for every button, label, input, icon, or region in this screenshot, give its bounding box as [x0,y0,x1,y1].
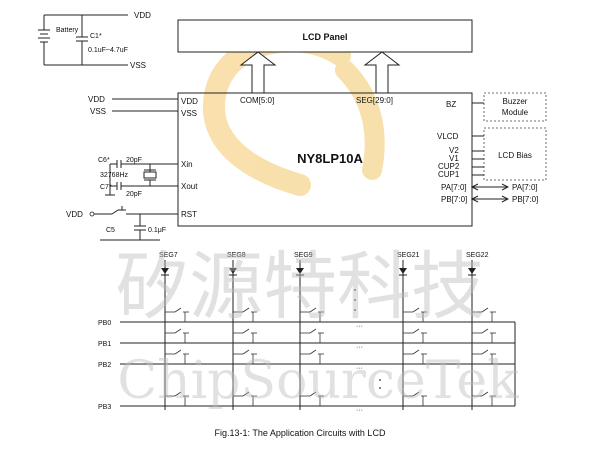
pin-vdd: VDD [181,97,198,106]
pin-vlcd: VLCD [437,132,459,141]
diode-icon [468,268,476,274]
battery-circuit: VDD Battery C1* 0.1uF~4.7uF VSS [38,11,151,70]
reset-circuit: VDD C5 0.1μF [66,206,178,241]
buzzer-line2: Module [502,108,529,117]
pin-cup1: CUP1 [438,170,460,179]
pin-xin: Xin [181,160,193,169]
lcd-panel-title: LCD Panel [302,32,347,42]
key-switch [403,391,427,406]
crystal-circuit: C6* 20pF 32768Hz C7* 20pF [98,157,178,198]
segment-column-seg8: SEG8 [227,252,246,410]
key-switch [300,349,324,364]
lcd-bias-label: LCD Bias [498,151,532,160]
buzzer-module-box [483,92,547,122]
seg-bus-arrow [363,51,401,93]
pin-bz: BZ [446,100,456,109]
c7-label: C7* [100,184,112,191]
buzzer-line1: Buzzer [503,97,528,106]
diode-icon [229,268,237,274]
segment-column-seg21: SEG21 [397,252,420,410]
c5-label: C5 [106,227,115,234]
c1-value: 0.1uF~4.7uF [88,47,128,54]
pin-rst: RST [181,210,197,219]
pin-com: COM[5:0] [240,96,274,105]
key-switch [472,328,496,343]
c6-label: C6* [98,157,110,164]
vdd-top-label: VDD [134,11,151,20]
key-switch [165,349,189,364]
vss-top-label: VSS [130,61,146,70]
row-pb3: PB3 [98,391,515,411]
svg-text:···: ··· [356,323,363,330]
key-switch [165,328,189,343]
row-pb0: PB0 [98,307,515,327]
pin-vss: VSS [181,109,197,118]
ext-vdd-label: VDD [88,95,105,104]
rst-vdd-label: VDD [66,210,83,219]
diode-icon [161,268,169,274]
key-switch [233,307,257,322]
figure-caption: Fig.13-1: The Application Circuits with … [215,428,386,438]
key-switch [300,391,324,406]
chip-name: NY8LP10A [297,151,363,166]
key-switch [403,307,427,322]
crystal-label: 32768Hz [100,172,129,179]
lcd-bias-box [483,127,547,181]
pa-out-label: PA[7:0] [512,183,538,192]
key-switch [165,307,189,322]
key-switch [233,391,257,406]
row-label: PB1 [98,341,111,348]
pb-out-label: PB[7:0] [512,195,538,204]
key-switch [403,349,427,364]
key-switch [233,349,257,364]
key-switch [165,391,189,406]
key-switch [403,328,427,343]
segment-label: SEG8 [227,252,246,259]
segment-column-seg9: SEG9 [294,252,313,410]
svg-text:···: ··· [356,365,363,372]
key-switch [472,307,496,322]
key-switch [233,328,257,343]
lcd-panel-box [177,19,473,53]
pin-pa: PA[7:0] [441,183,467,192]
segment-column-seg22: SEG22 [466,252,489,410]
row-pb2: PB2 [98,349,515,369]
pin-v1: V1 [449,154,459,163]
diode-icon [399,268,407,274]
pin-seg: SEG[29:0] [356,96,393,105]
c7-value: 20pF [126,191,142,198]
svg-text:···: ··· [356,407,363,414]
key-switch [300,307,324,322]
com-bus-arrow [239,51,277,93]
segment-label: SEG22 [466,252,489,259]
c5-value: 0.1μF [148,227,166,234]
pin-xout: Xout [181,182,198,191]
segment-label: SEG7 [159,252,178,259]
key-switch [472,349,496,364]
segment-column-seg7: SEG7 [159,252,178,410]
c6-value: 20pF [126,157,142,164]
watermark-en: ChipSourceTek [117,351,519,411]
pin-pb: PB[7:0] [441,195,467,204]
svg-text:···: ··· [356,344,363,351]
pin-cup2: CUP2 [438,162,460,171]
c1-label: C1* [90,33,102,40]
segment-label: SEG9 [294,252,313,259]
key-switch [472,391,496,406]
pin-v2: V2 [449,146,459,155]
row-label: PB2 [98,362,111,369]
segment-label: SEG21 [397,252,420,259]
watermark-cn: 矽源特科技 [115,244,485,330]
row-label: PB0 [98,320,111,327]
battery-label: Battery [56,27,79,34]
diode-icon [296,268,304,274]
key-switch [300,328,324,343]
row-label: PB3 [98,404,111,411]
ext-vss-label: VSS [90,107,106,116]
row-pb1: PB1 [98,328,515,348]
